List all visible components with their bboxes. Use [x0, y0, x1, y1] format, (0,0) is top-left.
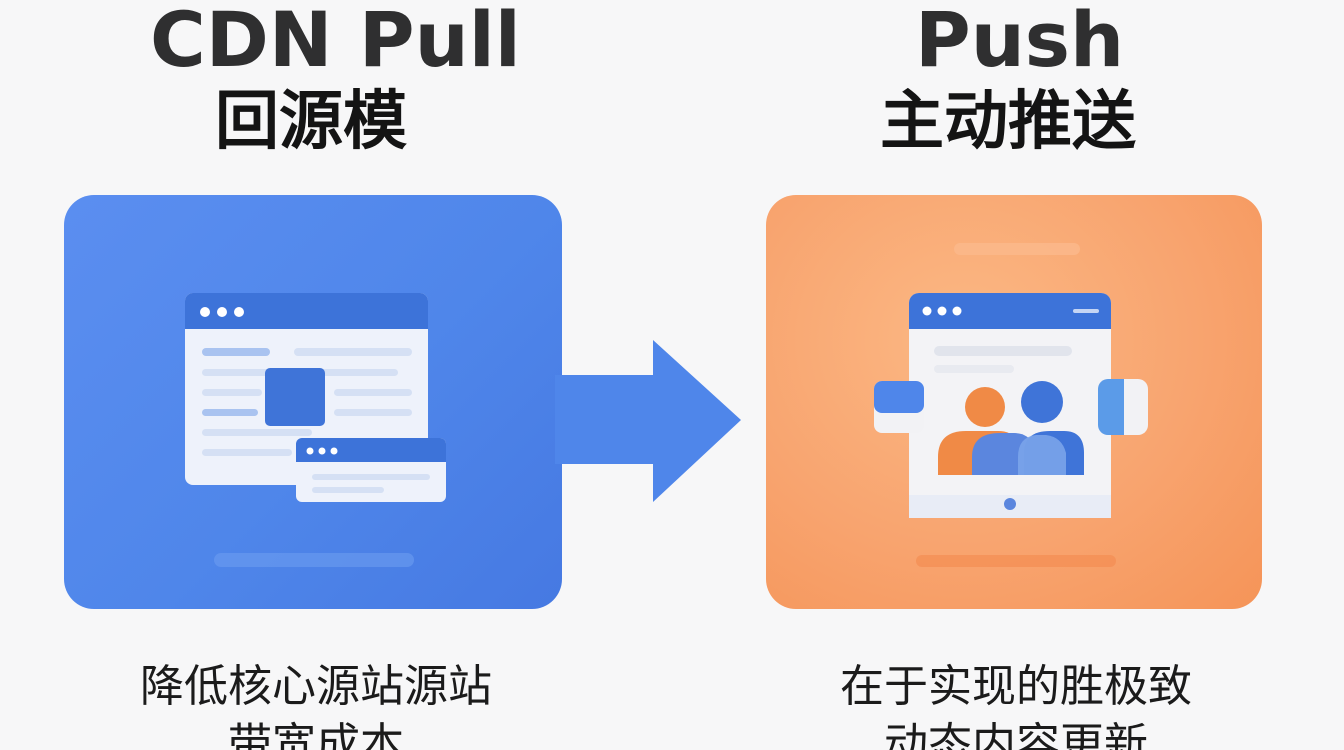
push-title: Push — [915, 0, 1125, 84]
push-caption-line2: 动态内容更新 — [884, 719, 1148, 750]
push-subtitle: 主动推送 — [880, 85, 1136, 159]
pull-caption: 降低核心源站源站 带宽成本 — [106, 658, 526, 750]
push-caption-line1: 在于实现的胜极致 — [840, 661, 1192, 712]
pull-caption-line2: 带宽成本 — [228, 719, 404, 750]
right-arrow-icon — [555, 340, 745, 502]
push-card — [766, 195, 1262, 609]
pull-subtitle: 回源模 — [215, 85, 407, 159]
pull-title: CDN Pull — [150, 0, 521, 84]
pull-card — [64, 195, 562, 609]
browser-windows-icon — [185, 293, 446, 567]
push-caption: 在于实现的胜极致 动态内容更新 — [806, 658, 1226, 750]
tablet-users-icon — [874, 243, 1148, 567]
pull-caption-line1: 降低核心源站源站 — [140, 661, 492, 712]
